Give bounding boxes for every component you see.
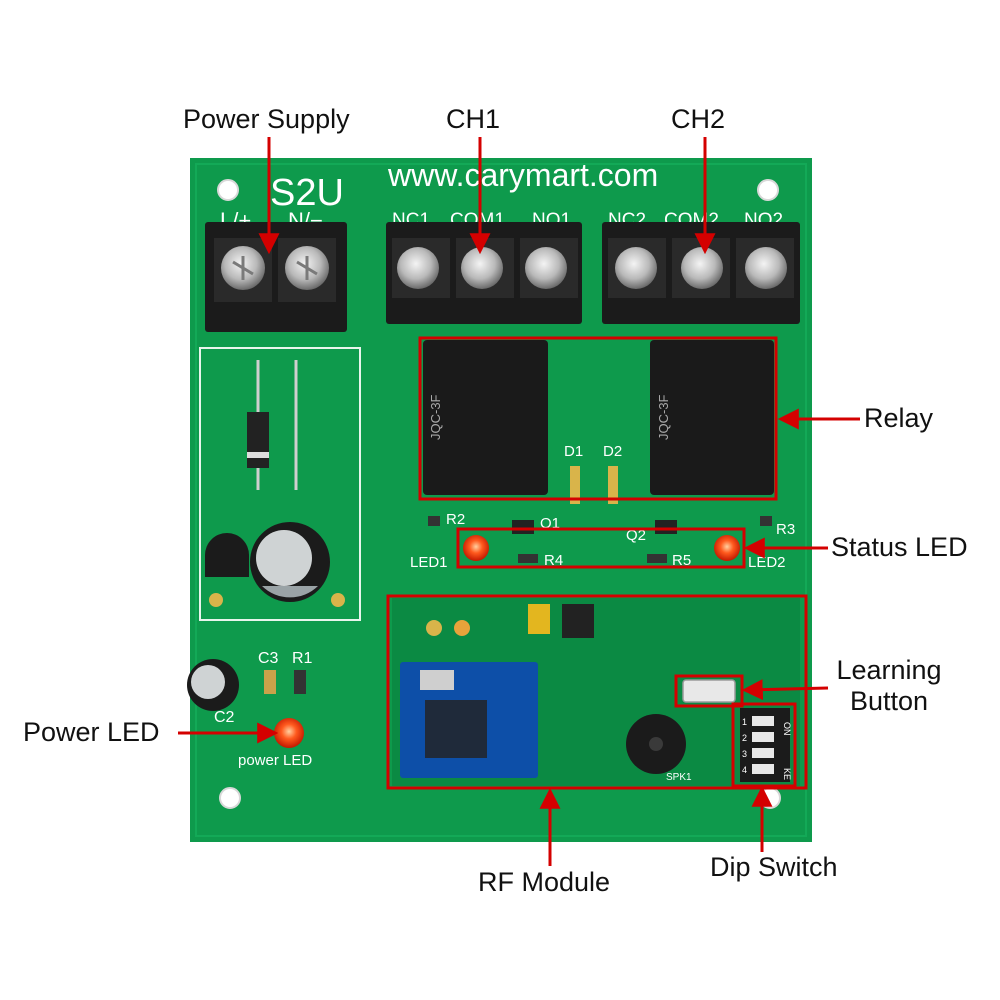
- power-supply-label: Power Supply: [183, 104, 350, 134]
- ch1-terminal-block: [386, 222, 582, 324]
- status-led-label: Status LED: [831, 532, 968, 562]
- pcb-inner: [195, 163, 807, 837]
- pad-b: [331, 593, 345, 607]
- dip-switch[interactable]: [740, 708, 790, 782]
- c3-component: [264, 670, 276, 694]
- relay-label: Relay: [864, 403, 934, 433]
- relay-ch2-text: JQC-3F: [656, 394, 671, 440]
- ch2-label: CH2: [671, 104, 726, 134]
- power-led-label: power LED: [238, 752, 312, 769]
- led2-label: LED2: [748, 554, 786, 571]
- rf-module-board: [392, 598, 800, 786]
- dip-on-label: ON: [782, 722, 792, 736]
- q1-component: [512, 520, 534, 534]
- relay-callout-box: [418, 336, 778, 501]
- r1-label: R1: [292, 650, 313, 667]
- learning-button-label-line1: Learning: [836, 655, 942, 685]
- r3-label: R3: [776, 521, 795, 538]
- diode: [247, 360, 298, 490]
- capacitor-main: [250, 522, 330, 602]
- c3-label: C3: [258, 650, 279, 667]
- d1-label: D1: [564, 443, 583, 460]
- relay-ch1-text: JQC-3F: [428, 394, 443, 440]
- q2-component: [655, 520, 677, 534]
- power-led: [274, 718, 304, 748]
- r1-component: [294, 670, 306, 694]
- d2-label: D2: [603, 443, 622, 460]
- c2-label: C2: [214, 709, 235, 726]
- status-led-1: [463, 535, 489, 561]
- r5-component: [647, 554, 667, 563]
- dip-switch-label: Dip Switch: [710, 852, 838, 882]
- callout-arrows: [178, 137, 860, 866]
- r2-label: R2: [446, 511, 465, 528]
- rf-module-callout-box: [386, 594, 808, 790]
- dip-number-4: 4: [742, 765, 747, 775]
- r3-component: [760, 516, 772, 526]
- power-led-label: Power LED: [23, 717, 160, 747]
- status-led-2: [714, 535, 740, 561]
- power-section-outline: [199, 347, 361, 621]
- dip-ke-label: KE: [782, 768, 792, 780]
- voltage-regulator: [205, 533, 249, 577]
- relay-ch2: JQC-3F: [650, 340, 774, 495]
- dip-number-3: 3: [742, 749, 747, 759]
- ch2-terminal-block: [602, 222, 800, 324]
- pad-a: [209, 593, 223, 607]
- learning-button-label: Learning Button: [828, 655, 950, 717]
- ch1-label: CH1: [446, 104, 501, 134]
- spk-label: SPK1: [666, 772, 692, 783]
- board-model-label: S2U: [270, 172, 344, 214]
- dip-number-2: 2: [742, 733, 747, 743]
- relay-ch1: JQC-3F: [423, 340, 548, 495]
- q2-label: Q2: [626, 527, 646, 544]
- r4-component: [518, 554, 538, 563]
- power-terminal-block: [205, 222, 347, 332]
- capacitor-c2: [187, 659, 239, 711]
- d2-component: [608, 466, 618, 504]
- led1-label: LED1: [410, 554, 448, 571]
- r2-component: [428, 516, 440, 526]
- r5-label: R5: [672, 552, 691, 569]
- d1-component: [570, 466, 580, 504]
- dip-number-1: 1: [742, 717, 747, 727]
- learning-button[interactable]: [682, 679, 736, 703]
- rf-module-label: RF Module: [478, 867, 611, 897]
- board-website-label: www.carymart.com: [387, 157, 658, 193]
- learning-button-arrow: [741, 679, 829, 701]
- r4-label: R4: [544, 552, 563, 569]
- learning-button-label-line2: Button: [849, 686, 929, 717]
